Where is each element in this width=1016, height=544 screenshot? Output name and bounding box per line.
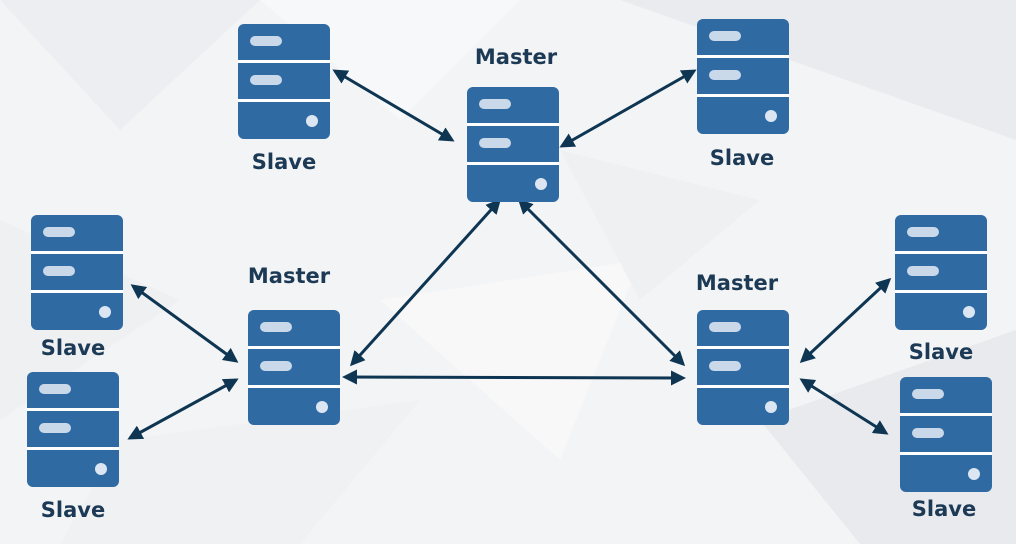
link-master-left-to-slave-left-lower (127, 378, 239, 440)
link-master-top-to-slave-top-left (332, 69, 455, 142)
link-master-left-to-slave-left-upper (130, 284, 239, 363)
master-server-top (467, 87, 559, 202)
slave-server-left-upper (31, 215, 123, 330)
link-master-top-to-master-right (517, 198, 686, 367)
slave-server-top-left (238, 24, 330, 139)
slave-label-left-lower: Slave (40, 498, 106, 522)
link-master-top-to-slave-top-right (559, 69, 697, 148)
link-master-right-to-slave-right-upper (799, 277, 892, 364)
slave-server-left-lower (27, 372, 119, 487)
slave-label-top-left: Slave (251, 150, 317, 174)
slave-label-right-lower: Slave (911, 497, 977, 521)
link-master-right-to-slave-right-lower (799, 378, 889, 435)
slave-label-left-upper: Slave (40, 336, 106, 360)
master-label-right: Master (695, 271, 779, 295)
link-master-left-to-master-right (342, 369, 686, 386)
master-server-left (248, 310, 340, 425)
slave-label-top-right: Slave (709, 146, 775, 170)
slave-server-right-upper (895, 215, 987, 330)
master-label-top: Master (474, 45, 558, 69)
link-master-top-to-master-left (349, 198, 502, 367)
slave-server-right-lower (900, 377, 992, 492)
master-server-right (697, 310, 789, 425)
slave-label-right-upper: Slave (908, 340, 974, 364)
slave-server-top-right (697, 19, 789, 134)
master-label-left: Master (247, 264, 331, 288)
